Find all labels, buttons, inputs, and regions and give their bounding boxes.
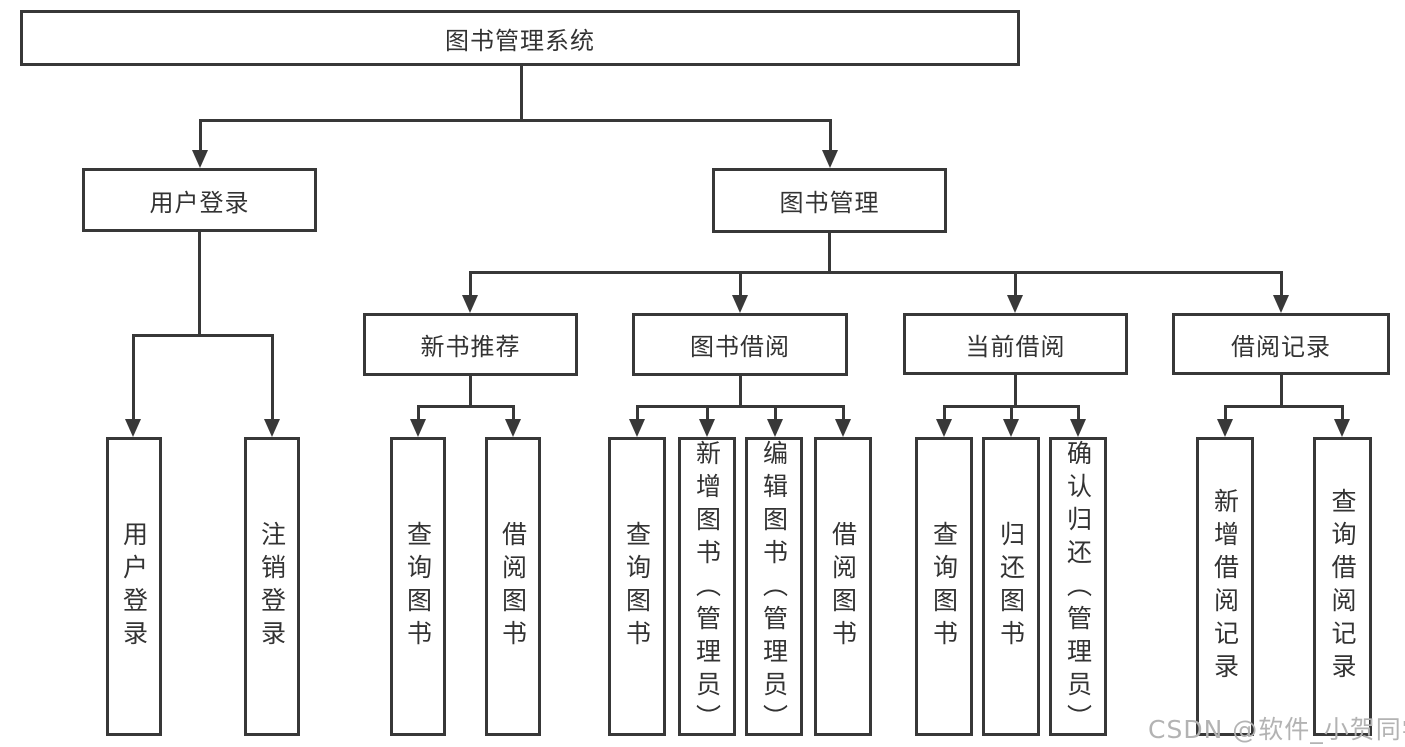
connector-line — [943, 405, 946, 421]
connector-line — [520, 66, 523, 121]
leaf-add-books-admin: 新增图书（管理员） — [678, 437, 736, 737]
node-book-borrowing: 图书借阅 — [632, 313, 848, 376]
node-label: 确认归还（管理员） — [1063, 440, 1093, 737]
connector-line — [132, 334, 135, 422]
connector-line — [842, 405, 845, 421]
connector-line — [1341, 405, 1344, 421]
node-label: 注销登录 — [257, 520, 287, 653]
node-label: 新增图书（管理员） — [692, 440, 722, 737]
connector-line — [1224, 405, 1344, 408]
arrow-down-icon — [835, 419, 851, 437]
connector-line — [469, 271, 472, 298]
node-current-borrowing: 当前借阅 — [903, 313, 1128, 375]
arrow-down-icon — [264, 419, 280, 437]
arrow-down-icon — [699, 419, 715, 437]
csdn-watermark: CSDN @软件_小贺同学 — [1148, 715, 1405, 744]
connector-line — [706, 405, 709, 421]
connector-line — [774, 405, 777, 421]
node-label: 用户登录 — [119, 520, 149, 653]
leaf-edit-books-admin: 编辑图书（管理员） — [745, 437, 803, 737]
node-library-management-system: 图书管理系统 — [20, 10, 1020, 66]
node-label: 借阅图书 — [828, 520, 858, 653]
connector-line — [828, 233, 831, 274]
arrow-down-icon — [732, 295, 748, 313]
connector-line — [198, 232, 201, 337]
leaf-user-login: 用户登录 — [106, 437, 162, 736]
node-label: 新书推荐 — [420, 333, 521, 361]
connector-line — [829, 119, 832, 152]
leaf-borrow-books: 借阅图书 — [485, 437, 541, 736]
node-label: 图书管理 — [779, 189, 880, 217]
arrow-down-icon — [1007, 295, 1023, 313]
connector-line — [199, 119, 202, 152]
arrow-down-icon — [767, 419, 783, 437]
leaf-confirm-return-admin: 确认归还（管理员） — [1049, 437, 1107, 737]
connector-line — [271, 334, 274, 422]
leaf-logout: 注销登录 — [244, 437, 300, 736]
connector-line — [1014, 375, 1017, 408]
node-label: 新增借阅记录 — [1210, 487, 1240, 686]
connector-line — [1280, 375, 1283, 408]
arrow-down-icon — [822, 150, 838, 168]
node-label: 借阅图书 — [498, 520, 528, 653]
node-user-login-branch: 用户登录 — [82, 168, 317, 232]
node-label: 当前借阅 — [965, 332, 1066, 361]
connector-line — [417, 405, 515, 408]
node-label: 编辑图书（管理员） — [759, 440, 789, 737]
leaf-return-books: 归还图书 — [982, 437, 1040, 736]
node-borrowing-records: 借阅记录 — [1172, 313, 1390, 375]
arrow-down-icon — [936, 419, 952, 437]
connector-line — [417, 405, 420, 421]
arrow-down-icon — [1217, 419, 1233, 437]
connector-line — [739, 271, 742, 298]
node-label: 图书管理系统 — [445, 26, 595, 55]
connector-line — [1014, 271, 1017, 298]
node-label: 查询图书 — [622, 520, 652, 653]
node-label: 查询图书 — [929, 520, 959, 653]
connector-line — [1077, 405, 1080, 421]
arrow-down-icon — [1273, 295, 1289, 313]
arrow-down-icon — [125, 419, 141, 437]
leaf-query-books: 查询图书 — [390, 437, 446, 736]
leaf-query-books: 查询图书 — [608, 437, 666, 736]
leaf-borrow-books: 借阅图书 — [814, 437, 872, 736]
connector-line — [512, 405, 515, 421]
arrow-down-icon — [192, 150, 208, 168]
arrow-down-icon — [1003, 419, 1019, 437]
connector-line — [469, 376, 472, 408]
arrow-down-icon — [505, 419, 521, 437]
connector-line — [1224, 405, 1227, 421]
connector-line — [132, 334, 274, 337]
connector-line — [469, 271, 1283, 274]
node-label: 查询借阅记录 — [1328, 487, 1357, 686]
connector-line — [199, 119, 832, 122]
node-book-management-branch: 图书管理 — [712, 168, 947, 233]
leaf-query-borrow-record: 查询借阅记录 — [1313, 437, 1372, 736]
arrow-down-icon — [629, 419, 645, 437]
node-label: 借阅记录 — [1231, 332, 1331, 361]
connector-line — [636, 405, 639, 421]
connector-line — [1010, 405, 1013, 421]
leaf-add-borrow-record: 新增借阅记录 — [1196, 437, 1254, 736]
arrow-down-icon — [462, 295, 478, 313]
connector-line — [739, 376, 742, 408]
node-label: 归还图书 — [996, 520, 1026, 653]
node-label: 图书借阅 — [690, 333, 790, 361]
arrow-down-icon — [410, 419, 426, 437]
leaf-query-books: 查询图书 — [915, 437, 973, 736]
connector-line — [1280, 271, 1283, 298]
node-label: 查询图书 — [403, 520, 433, 653]
arrow-down-icon — [1070, 419, 1086, 437]
connector-line — [636, 405, 845, 408]
node-label: 用户登录 — [149, 188, 250, 217]
arrow-down-icon — [1334, 419, 1350, 437]
node-new-book-recommendation: 新书推荐 — [363, 313, 578, 376]
